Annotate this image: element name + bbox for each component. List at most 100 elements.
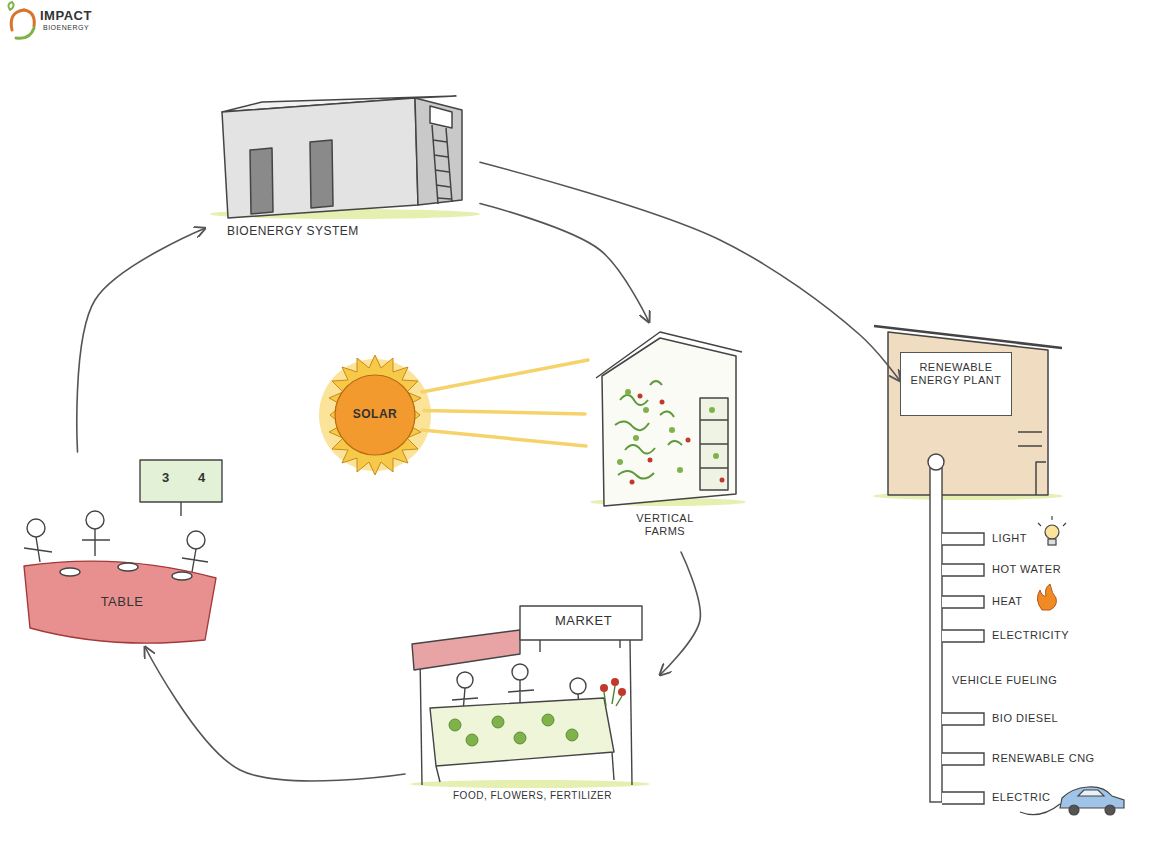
logo-icon-part — [16, 28, 34, 38]
output-label: HOT WATER — [992, 563, 1061, 576]
flame-icon-part — [1037, 584, 1056, 610]
flow-arrow — [145, 647, 405, 781]
bioenergy-building-part — [250, 148, 273, 214]
market-stall-drawing-part — [436, 766, 440, 782]
node-label: RENEWABLE ENERGY PLANT — [906, 361, 1006, 387]
logo-icon-part — [24, 10, 34, 26]
vertical-farm-house — [590, 332, 746, 506]
logo-icon — [8, 2, 34, 38]
market-stall-drawing-part — [619, 640, 620, 648]
market-stall-drawing-part — [412, 630, 520, 670]
vertical-farm-house-part-part — [617, 459, 623, 465]
bioenergy-building-part — [433, 140, 447, 142]
vertical-farm: VERTICAL FARMS — [585, 322, 745, 552]
market-stall-drawing-part — [539, 640, 540, 652]
vertical-farm-house-part — [700, 443, 728, 445]
distribution-pipe-part — [942, 713, 984, 725]
table-scene-drawing-part — [24, 537, 52, 562]
table-scene-drawing-part — [27, 519, 45, 537]
table-scene-drawing-part — [172, 572, 192, 580]
vertical-farm-house-part — [615, 381, 682, 479]
flow-arrow — [77, 228, 205, 452]
bioenergy-building-part — [430, 106, 452, 128]
flow-arrow — [660, 552, 700, 675]
electric-car-icon-part — [1078, 790, 1104, 796]
vertical-farm-house-part-part — [668, 441, 682, 445]
vertical-farm-house-part-part — [660, 411, 674, 417]
vertical-farm-house-part-part — [648, 458, 653, 463]
energy-plant-building-part — [1018, 445, 1042, 447]
flow-arrow — [480, 162, 900, 381]
market-stall-drawing-part — [520, 606, 642, 640]
sun-symbol-part — [329, 355, 421, 475]
node-label: MARKET — [525, 613, 642, 629]
table-scene-drawing-part — [140, 460, 222, 502]
bioenergy-building-part — [432, 125, 438, 204]
output-label: ELECTRIC — [992, 791, 1050, 804]
node-label: TABLE — [82, 594, 162, 610]
vertical-farm-house-part-part — [720, 478, 725, 483]
vertical-farm-house-part-part — [669, 427, 675, 433]
logo-icon-part — [8, 2, 13, 10]
table-scene-drawing-part — [182, 549, 208, 572]
distribution-pipe-part — [928, 454, 944, 470]
output-label: BIO DIESEL — [992, 712, 1058, 725]
bioenergy-building-part — [437, 198, 451, 199]
energy-plant-building — [873, 326, 1063, 500]
energy-plant-building-part — [888, 332, 1048, 495]
market-stall-drawing-part-part — [492, 716, 504, 728]
vertical-farm-house-part — [700, 398, 728, 490]
market-stall-drawing-part — [449, 714, 578, 746]
vertical-farm-house-part — [617, 389, 719, 473]
bioenergy-system: BIOENERGY SYSTEM — [205, 88, 480, 253]
market-stall: MARKET FOOD, FLOWERS, FERTILIZER — [405, 598, 660, 818]
sun-ray — [424, 411, 585, 415]
output-label: ELECTRICITY — [992, 629, 1069, 642]
market-stall-drawing-part — [570, 678, 586, 694]
output-label: VEHICLE FUELING — [952, 674, 1057, 687]
table-scene-drawing-part — [86, 511, 104, 529]
sun-symbol-part — [422, 360, 588, 392]
vertical-farm-house-part-part — [615, 421, 649, 430]
vertical-farm-house-part-part — [618, 471, 654, 479]
vertical-farm-house-part-part — [625, 389, 631, 395]
output-label: LIGHT — [992, 532, 1027, 545]
energy-plant-building-part — [874, 326, 1062, 348]
market-stall-drawing-part-part — [566, 729, 578, 741]
market-stall-drawing-part-part — [514, 732, 526, 744]
node-label: SOLAR — [330, 407, 420, 421]
node-label: BIOENERGY SYSTEM — [227, 224, 437, 238]
vertical-farm-house-part-part — [620, 395, 648, 405]
bioenergy-building-part — [446, 128, 452, 202]
market-stall-drawing-part-part — [449, 719, 461, 731]
distribution-pipe-part — [942, 753, 984, 765]
vertical-farm-house-part-part — [630, 480, 635, 485]
sun-symbol-part — [422, 430, 586, 446]
bioenergy-building-part — [222, 98, 418, 218]
sun-symbol — [319, 355, 588, 475]
output-label: RENEWABLE CNG — [992, 752, 1095, 765]
vertical-farm-house-part-part — [709, 407, 715, 413]
market-stall-drawing-part — [508, 680, 534, 704]
table-scene-drawing-part — [118, 563, 138, 571]
vertical-farm-house-part-part — [713, 453, 719, 459]
bioenergy-building-part — [435, 170, 449, 172]
distribution-pipe — [928, 454, 984, 804]
vertical-farm-house-part — [700, 467, 728, 469]
market-stall-drawing-part — [420, 655, 422, 785]
vertical-farm-house-part-part — [643, 407, 649, 413]
electric-car-icon-part — [1105, 805, 1115, 815]
market-stall-drawing-part — [512, 664, 528, 680]
node-caption: FOOD, FLOWERS, FERTILIZER — [410, 790, 655, 802]
bioenergy-building-part — [310, 140, 333, 208]
market-stall-drawing-part — [612, 752, 614, 780]
flame-icon — [1037, 584, 1056, 610]
vertical-farm-house-part-part — [633, 435, 639, 441]
sun-symbol-part — [319, 359, 431, 471]
screen-number: 4 — [198, 470, 206, 486]
market-stall-drawing-part — [410, 780, 650, 788]
light-bulb-icon-part — [1051, 516, 1052, 520]
vertical-farm-house-part-part — [650, 381, 662, 385]
